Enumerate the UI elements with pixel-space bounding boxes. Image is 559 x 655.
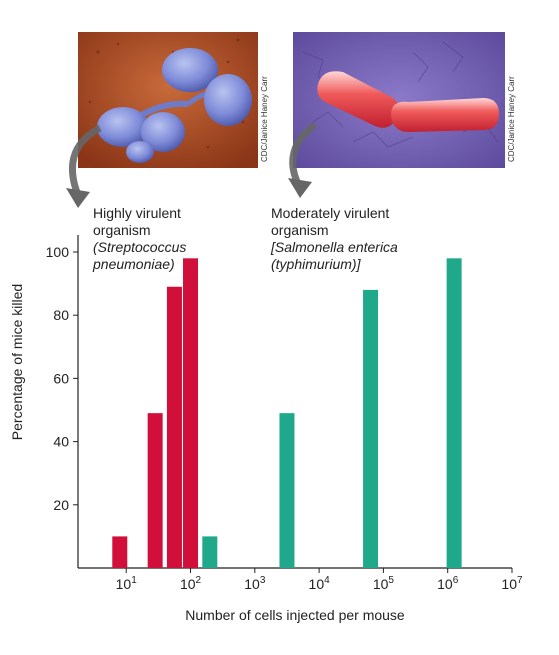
chart-bars (112, 258, 462, 568)
virulent-bar (183, 258, 199, 568)
x-axis-title: Number of cells injected per mouse (185, 607, 405, 623)
virulent-annotation: Highly virulent organism (Streptococcus … (93, 205, 186, 273)
x-tick-label: 105 (373, 575, 395, 592)
salmonella-micrograph-illustration (293, 32, 505, 168)
x-tick-label: 101 (116, 575, 138, 592)
arrow-right (289, 122, 318, 190)
virulent-bar (166, 286, 182, 568)
moderate-bar (446, 258, 462, 568)
x-tick-label: 106 (437, 575, 459, 592)
x-tick-label: 104 (309, 575, 331, 592)
y-axis-title: Percentage of mice killed (9, 284, 25, 440)
arrow-left (69, 124, 102, 202)
moderate-bar (279, 413, 295, 568)
moderate-annotation-line3: [Salmonella enterica (271, 239, 398, 255)
moderate-annotation-line2: organism (271, 222, 329, 238)
moderate-bar (202, 536, 218, 568)
y-tick-label: 20 (53, 497, 69, 513)
virulent-annotation-line4: pneumoniae) (93, 256, 175, 272)
y-tick-label: 80 (53, 307, 69, 323)
moderate-bar (363, 289, 379, 568)
virulent-annotation-line3: (Streptococcus (93, 239, 187, 255)
virulent-bar (112, 536, 128, 568)
salmonella-micrograph (293, 32, 505, 168)
moderate-annotation-line4: (typhimurium)] (271, 256, 361, 272)
arrow-left-head (66, 188, 90, 208)
moderate-annotation-line1: Moderately virulent (271, 205, 390, 221)
y-tick-label: 40 (53, 434, 69, 450)
streptococcus-micrograph-illustration (78, 32, 258, 168)
y-tick-label: 60 (53, 370, 69, 386)
x-tick-label: 102 (180, 575, 202, 592)
x-tick-label: 107 (501, 575, 523, 592)
streptococcus-micrograph (78, 32, 258, 168)
y-tick-label: 100 (46, 244, 70, 260)
virulent-annotation-line2: organism (93, 222, 151, 238)
virulent-annotation-line1: Highly virulent (93, 205, 181, 221)
moderate-annotation: Moderately virulent organism [Salmonella… (271, 205, 398, 273)
arrow-right-head (288, 178, 312, 198)
x-tick-label: 103 (244, 575, 266, 592)
virulent-bar (147, 413, 163, 568)
